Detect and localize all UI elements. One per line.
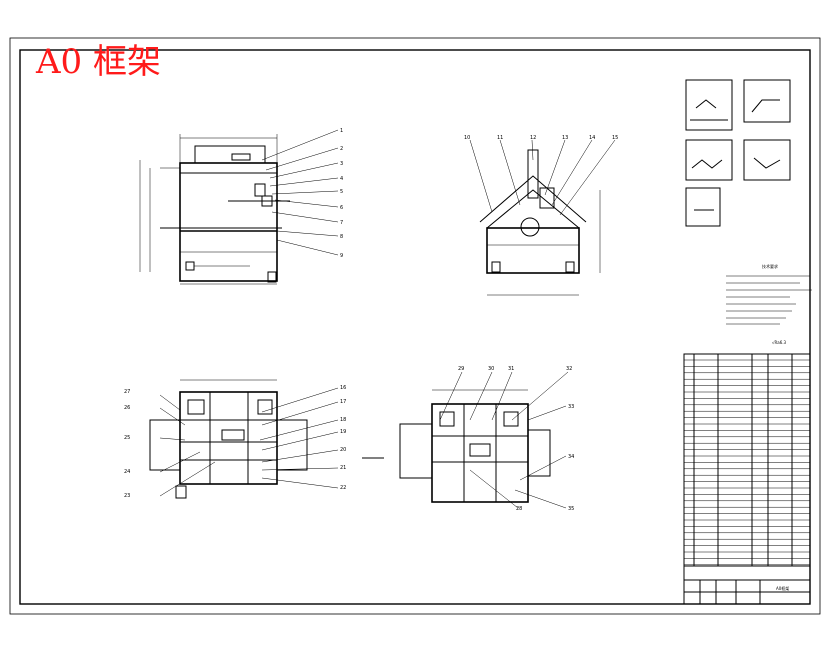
balloon-16: 16: [340, 385, 346, 391]
balloon-18: 18: [340, 417, 346, 423]
roughness-mark: √Ra6.3: [772, 340, 787, 345]
balloon-20: 20: [340, 447, 346, 453]
detail-views: [685, 79, 791, 227]
balloon-3: 3: [340, 161, 343, 167]
balloon-30: 30: [488, 366, 494, 372]
plan-left-balloons: 27 26 25 24 23 16 17 18 19 20 21 22: [124, 385, 346, 499]
balloon-19: 19: [340, 429, 346, 435]
balloon-4: 4: [340, 176, 343, 182]
balloon-11: 11: [497, 135, 503, 141]
front-view-balloons: 1 2 3 4 5 6 7 8 9: [340, 128, 343, 259]
balloon-26: 26: [124, 405, 130, 411]
side-view: 10 11 12 13 14 15: [464, 135, 618, 296]
balloon-17: 17: [340, 399, 346, 405]
balloon-28: 28: [516, 506, 522, 512]
balloon-29: 29: [458, 366, 464, 372]
side-view-balloons: 10 11 12 13 14 15: [464, 135, 618, 141]
balloon-34: 34: [568, 454, 574, 460]
balloon-35: 35: [568, 506, 574, 512]
front-view: 1 2 3 4 5 6 7 8 9: [139, 128, 343, 285]
sheet-outer-border: [9, 37, 821, 615]
sheet-inner-border: [19, 49, 811, 605]
balloon-7: 7: [340, 220, 343, 226]
balloon-31: 31: [508, 366, 514, 372]
plan-right-balloons: 29 30 31 32 33 34 35 28: [458, 366, 574, 512]
notes-heading: 技术要求: [762, 263, 778, 269]
balloon-9: 9: [340, 253, 343, 259]
balloon-5: 5: [340, 189, 343, 195]
balloon-6: 6: [340, 205, 343, 211]
title-block: A0框架: [683, 565, 811, 605]
drawing-title: A0 框架: [35, 42, 161, 82]
balloon-15: 15: [612, 135, 618, 141]
balloon-25: 25: [124, 435, 130, 441]
balloon-10: 10: [464, 135, 470, 141]
balloon-24: 24: [124, 469, 130, 475]
balloon-14: 14: [589, 135, 595, 141]
parts-list-rows: [684, 359, 810, 566]
balloon-1: 1: [340, 128, 343, 134]
balloon-27: 27: [124, 389, 130, 395]
parts-list: [683, 353, 811, 567]
balloon-32: 32: [566, 366, 572, 372]
balloon-2: 2: [340, 146, 343, 152]
balloon-23: 23: [124, 493, 130, 499]
plan-view-right: 29 30 31 32 33 34 35 28: [399, 366, 574, 512]
balloon-33: 33: [568, 404, 574, 410]
balloon-13: 13: [562, 135, 568, 141]
balloon-8: 8: [340, 234, 343, 240]
plan-view-left: 27 26 25 24 23 16 17 18 19 20 21 22: [124, 379, 384, 499]
balloon-21: 21: [340, 465, 346, 471]
balloon-12: 12: [530, 135, 536, 141]
balloon-22: 22: [340, 485, 346, 491]
drawing-name: A0框架: [776, 585, 789, 591]
technical-notes: 技术要求 √Ra6.3: [726, 263, 812, 345]
